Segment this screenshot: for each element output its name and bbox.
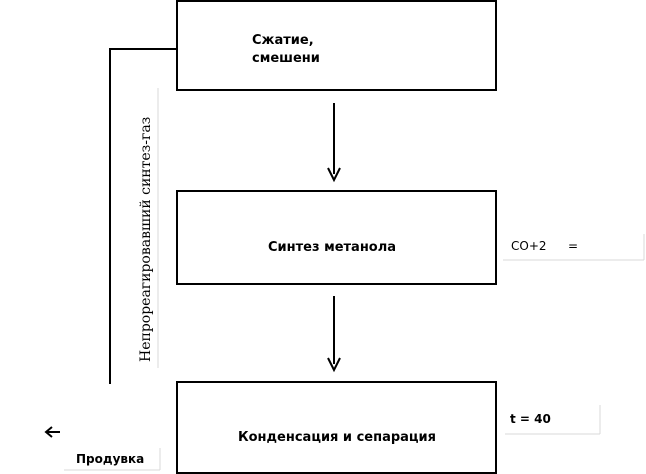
flow-arrow-2-head — [327, 357, 341, 373]
condensation-separation-box — [176, 381, 497, 474]
synthesis-label: Синтез метанола — [268, 240, 396, 255]
flow-arrow-1-head — [327, 167, 341, 183]
methanol-synthesis-box — [176, 190, 497, 285]
co-equals: = — [568, 239, 578, 253]
flow-arrow-1 — [327, 103, 341, 183]
purge-label: Продувка — [76, 452, 144, 466]
recycle-label: Непрореагировавший синтез-газ — [138, 117, 154, 362]
compression-mixing-box — [176, 0, 497, 91]
flow-arrow-2 — [327, 296, 341, 373]
recycle-line — [109, 48, 177, 384]
purge-arrow — [44, 426, 60, 438]
compression-label-line2: смешени — [252, 51, 320, 66]
co-formula: CO+2 — [511, 239, 547, 253]
compression-label-line1: Сжатие, — [252, 33, 314, 48]
condensation-label: Конденсация и сепарация — [238, 430, 436, 445]
purge-arrow-head — [44, 426, 53, 438]
temperature-note: t = 40 — [510, 412, 551, 426]
